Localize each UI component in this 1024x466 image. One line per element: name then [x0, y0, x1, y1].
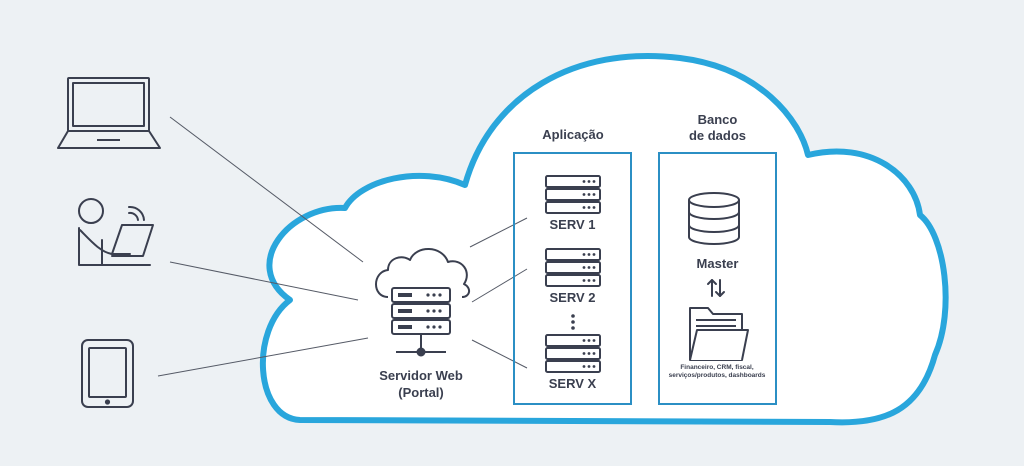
banco-label-line2: de dados — [688, 128, 747, 143]
db-description-line2: serviços/produtos, dashboards — [668, 372, 766, 379]
servidor-web-label-line1: Servidor Web — [379, 368, 463, 383]
aplicacao-box — [513, 152, 632, 405]
banco-box — [658, 152, 777, 405]
serv1-label: SERV 1 — [549, 217, 596, 232]
vertical-dots-icon — [571, 314, 575, 330]
database-icon — [688, 192, 740, 245]
banco-label-line1: Banco — [697, 112, 738, 127]
server-rack-icon-serv1 — [545, 175, 601, 214]
line-tablet-to-server — [157, 337, 369, 377]
line-server-to-servx — [471, 339, 528, 369]
servidor-web-label-line2: (Portal) — [398, 385, 444, 400]
aplicacao-label: Aplicação — [542, 127, 604, 142]
laptop-icon — [57, 77, 161, 149]
line-server-to-serv1 — [469, 217, 528, 248]
master-label: Master — [696, 256, 739, 271]
line-server-to-serv2 — [471, 268, 528, 303]
sync-arrows-icon — [707, 279, 725, 297]
server-rack-icon-servx — [545, 334, 601, 373]
folder-icon — [689, 307, 749, 361]
line-laptop-to-server — [169, 116, 364, 263]
serv2-label: SERV 2 — [549, 290, 596, 305]
cloud-server-icon — [375, 248, 470, 357]
line-person-to-server — [169, 261, 359, 301]
servx-label: SERV X — [548, 376, 597, 391]
tablet-icon — [81, 339, 134, 408]
server-rack-icon-serv2 — [545, 248, 601, 287]
person-at-laptop-icon — [78, 198, 154, 266]
db-description-line1: Financeiro, CRM, fiscal, — [680, 364, 754, 371]
connection-lines — [157, 116, 528, 377]
